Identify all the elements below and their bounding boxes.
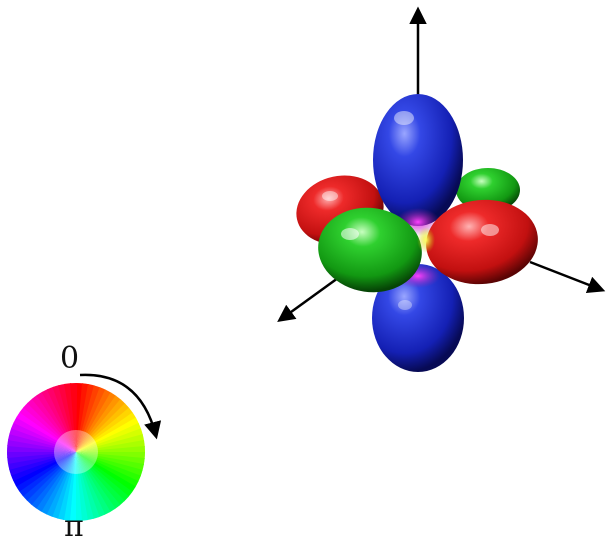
wheel-sector xyxy=(76,395,122,452)
center-yellow xyxy=(417,227,435,253)
wheel-sector xyxy=(40,452,76,515)
wheel-sector xyxy=(76,452,136,493)
wheel-sector xyxy=(6,450,76,459)
wheel-sector xyxy=(76,452,94,521)
wheel-sector xyxy=(31,394,76,452)
wheel-sector xyxy=(76,434,145,452)
wheel-sector xyxy=(76,452,121,510)
wheel-sector xyxy=(9,452,76,476)
wheel-sector xyxy=(15,452,76,492)
wheel-sector xyxy=(76,440,145,452)
wheel-sector xyxy=(76,403,130,452)
wheel-sector xyxy=(27,398,76,452)
wheel-sector xyxy=(7,452,76,470)
wheel-sector xyxy=(76,399,126,452)
highlight-green-front xyxy=(341,228,359,240)
wheel-sector xyxy=(76,452,116,513)
wheel-sector xyxy=(10,452,76,482)
wheel-sector xyxy=(76,452,106,518)
wheel-sector xyxy=(76,407,134,452)
wheel-sector xyxy=(76,452,88,521)
highlight-blue-top xyxy=(394,111,414,125)
wheel-sector xyxy=(64,383,76,452)
wheel-sector xyxy=(35,452,76,512)
wheel-sector xyxy=(76,452,100,519)
highlight-red-back xyxy=(322,191,338,201)
phase-label-pi: π xyxy=(64,509,84,544)
lobe-green-back xyxy=(456,168,520,212)
y-axis-arrow xyxy=(529,260,606,294)
wheel-center-glow xyxy=(54,430,98,474)
lobe-red-front xyxy=(426,199,538,285)
wheel-sector xyxy=(76,389,112,452)
wheel-sector xyxy=(46,386,76,452)
wheel-sector xyxy=(76,417,140,452)
wheel-sector xyxy=(16,411,76,452)
wheel-sector xyxy=(30,452,76,509)
wheel-sector xyxy=(19,406,76,452)
highlight-red-front xyxy=(481,224,499,236)
wheel-sector xyxy=(76,452,111,516)
wheel-sector xyxy=(76,452,125,506)
lobe-blue-bottom xyxy=(372,264,464,372)
wheel-sector xyxy=(58,383,76,452)
wheel-sector xyxy=(74,452,83,522)
wheel-sector xyxy=(76,452,129,502)
wheel-sector xyxy=(7,452,76,464)
phase-label-zero: 0 xyxy=(60,341,80,376)
wheel-sector xyxy=(12,452,76,487)
wheel-sector xyxy=(41,388,76,452)
wheel-sector xyxy=(26,452,76,505)
wheel-sector xyxy=(36,391,76,452)
highlight-blue-bottom xyxy=(398,300,412,310)
phase-color-wheel xyxy=(6,382,146,522)
orbital-lobes xyxy=(296,94,538,372)
wheel-sector xyxy=(22,452,76,501)
wheel-sector xyxy=(69,382,78,452)
wheel-sector xyxy=(76,392,117,452)
wheel-sector xyxy=(76,428,143,452)
wheel-sector xyxy=(18,452,76,497)
x-axis-arrow xyxy=(277,276,339,323)
wheel-sector xyxy=(76,445,146,454)
axes xyxy=(277,6,606,323)
wheel-sector xyxy=(76,452,139,488)
wheel-sector xyxy=(52,385,76,452)
wheel-sector xyxy=(76,422,142,452)
wheel-sector xyxy=(76,452,133,498)
wheel-sector xyxy=(13,416,76,452)
wheel-sector xyxy=(76,412,137,452)
lobe-green-front xyxy=(318,207,422,293)
lobe-blue-top xyxy=(373,94,463,226)
phase-rotation-arrow xyxy=(79,373,162,440)
wheel-sector xyxy=(23,402,76,452)
